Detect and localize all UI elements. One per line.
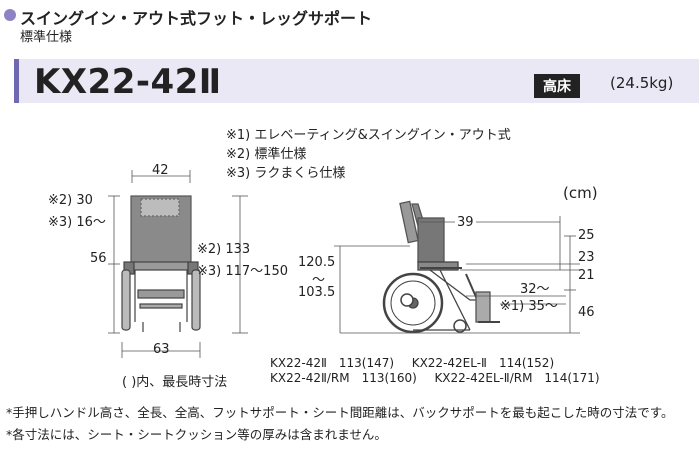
footnote-1: *手押しハンドル高さ、全長、全高、フットサポート・シート間距離は、バックサポート…: [6, 405, 674, 420]
front-view-drawing: [121, 195, 201, 332]
note-1: ※1) エレベーティング&スイングイン・アウト式: [226, 128, 511, 143]
footnote-2: *各寸法には、シート・シートクッション等の厚みは含まれません。: [6, 427, 387, 442]
model-length-cell: KX22-42Ⅱ/RM 113(160): [270, 371, 417, 385]
page-subtitle: 標準仕様: [20, 30, 73, 45]
dim-35: ※1) 35〜: [500, 299, 558, 314]
page-title: スイングイン・アウト式フット・レッグサポート: [20, 9, 373, 28]
note-2: ※2) 標準仕様: [226, 147, 307, 162]
dim-46: 46: [578, 305, 595, 320]
front-view-dimension-lines: [108, 170, 248, 358]
model-length-cell: KX22-42Ⅱ 113(147): [270, 356, 395, 370]
total-height-note2: ※2) 133: [197, 242, 251, 257]
total-height-note3: ※3) 117〜150: [197, 264, 288, 279]
height-range-bottom: 103.5: [298, 285, 336, 300]
model-length-cell: KX22-42EL-Ⅱ 114(152): [411, 356, 555, 370]
side-view-dimension-lines: [334, 216, 580, 334]
front-width-bottom: 63: [153, 342, 170, 357]
height-range-top: 120.5: [298, 255, 336, 270]
side-view-drawing: [382, 200, 500, 334]
height-range-tilde: 〜: [312, 273, 326, 288]
model-length-row: KX22-42Ⅱ/RM 113(160) KX22-42EL-Ⅱ/RM 114(…: [270, 371, 600, 386]
note-3: ※3) ラクまくら仕様: [226, 166, 346, 181]
back-height-note2: ※2) 30: [48, 193, 93, 208]
model-length-cell: KX22-42EL-Ⅱ/RM 114(171): [434, 371, 600, 385]
model-band: [14, 59, 699, 103]
model-length-row: KX22-42Ⅱ 113(147) KX22-42EL-Ⅱ 114(152): [270, 356, 600, 371]
dim-25: 25: [578, 228, 595, 243]
dim-32: 32〜: [520, 282, 550, 297]
dim-23: 23: [578, 250, 595, 265]
model-length-table: KX22-42Ⅱ 113(147) KX22-42EL-Ⅱ 114(152) K…: [270, 356, 600, 386]
max-size-caption: ( )内、最長時寸法: [122, 375, 228, 390]
seat-height: 56: [90, 251, 107, 266]
back-height-note3: ※3) 16〜: [48, 215, 106, 230]
weight-label: (24.5kg): [610, 74, 674, 92]
title-bullet: [4, 9, 16, 21]
floor-type-badge: 高床: [534, 74, 580, 98]
model-name: KX22-42Ⅱ: [34, 62, 222, 102]
front-width-top: 42: [152, 163, 169, 178]
dim-21: 21: [578, 268, 595, 283]
unit-label: (cm): [563, 184, 598, 202]
side-depth: 39: [455, 215, 476, 230]
